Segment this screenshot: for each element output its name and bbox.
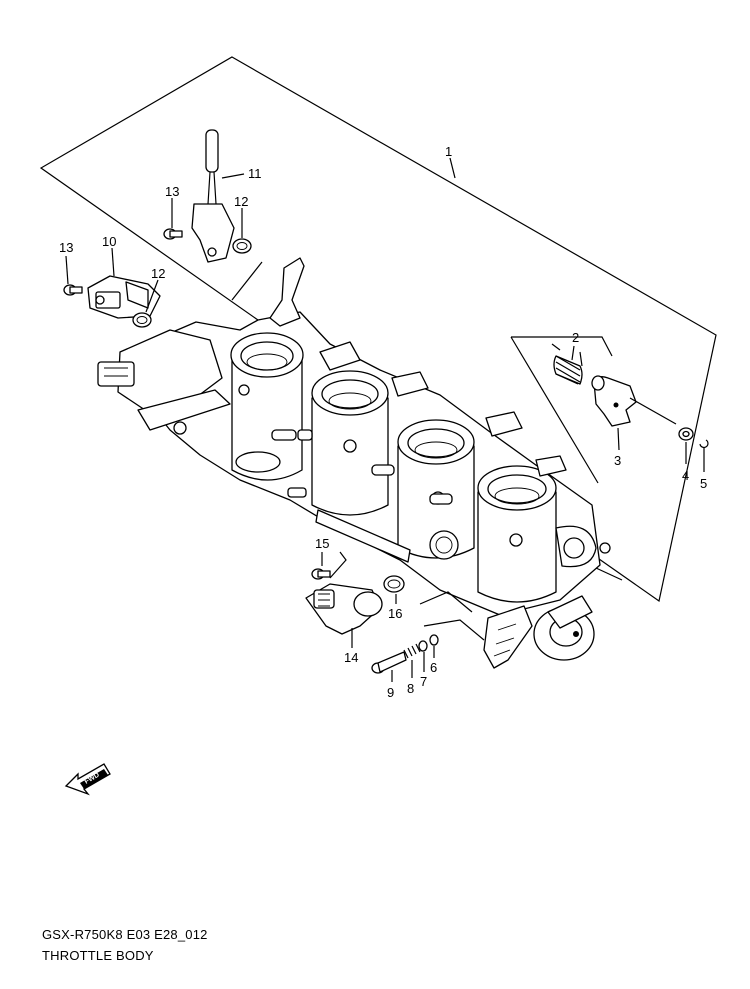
- part-12-oring-left: [132, 279, 159, 328]
- part-15-screw: [311, 552, 331, 580]
- leader-6-9-body: [423, 619, 485, 641]
- throttle-body: [97, 257, 623, 669]
- callout-5: 5: [700, 476, 707, 491]
- callout-13-left: 13: [59, 240, 73, 255]
- callout-15: 15: [315, 536, 329, 551]
- part-10-sensor: [87, 247, 161, 319]
- callout-2: 2: [572, 330, 579, 345]
- part-14-sensor: [305, 551, 383, 648]
- leader-14-body: [419, 591, 473, 613]
- part-13-screw-left: [63, 255, 83, 296]
- subassembly-outline: [511, 336, 613, 357]
- callout-4: 4: [682, 468, 689, 483]
- callout-14: 14: [344, 650, 358, 665]
- part-5-clip: [699, 439, 709, 472]
- callout-1: 1: [445, 144, 452, 159]
- callout-9: 9: [387, 685, 394, 700]
- diagram-code: GSX-R750K8 E03 E28_012: [42, 927, 208, 942]
- subassembly-diag: [510, 336, 599, 484]
- part-9-screw: [371, 651, 407, 682]
- part-16-oring: [383, 575, 405, 604]
- callout-16: 16: [388, 606, 402, 621]
- part-12-oring-upper: [231, 208, 263, 301]
- callout-11: 11: [248, 166, 262, 181]
- callout-7: 7: [420, 674, 427, 689]
- callout-10: 10: [102, 234, 116, 249]
- callout-8: 8: [407, 681, 414, 696]
- part-2-spring: [551, 343, 583, 385]
- callout-13-upper: 13: [165, 184, 179, 199]
- part-3-actuator: [591, 375, 677, 451]
- callout-12-left: 12: [151, 266, 165, 281]
- fwd-arrow-icon: FWD: [64, 763, 111, 796]
- part-4-washer: [678, 427, 694, 464]
- part-13-screw-upper: [163, 198, 183, 240]
- part-7-washer: [418, 640, 428, 672]
- callout-12-upper: 12: [234, 194, 248, 209]
- leader-1: [449, 157, 456, 179]
- diagram-title: THROTTLE BODY: [42, 948, 154, 963]
- part-11-sensor: [191, 129, 245, 263]
- callout-6: 6: [430, 660, 437, 675]
- part-8-spring: [403, 643, 421, 678]
- part-6-oring: [429, 634, 439, 658]
- callout-3: 3: [614, 453, 621, 468]
- assembly-frame: [39, 56, 717, 603]
